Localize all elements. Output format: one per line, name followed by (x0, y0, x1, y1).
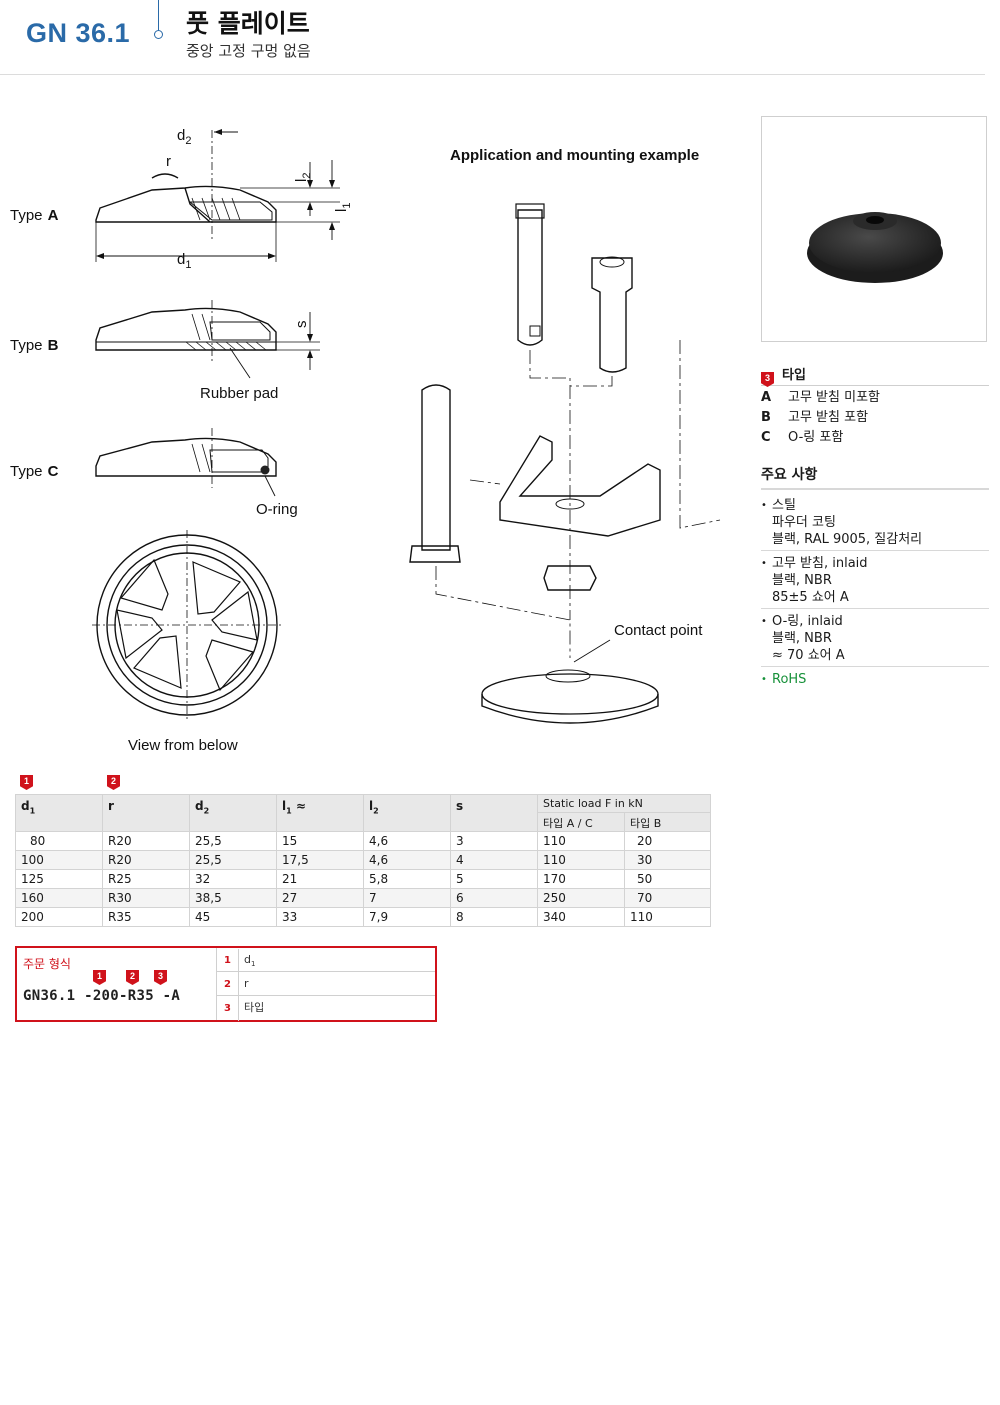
page-title: 풋 플레이트 (186, 9, 310, 38)
th-d1: d1 (15, 794, 103, 832)
dim-d2: d2 (177, 127, 191, 147)
order-mark-2: 2 (126, 970, 139, 985)
type-b-section: Type B s Rubber pad (10, 300, 320, 402)
type-c-label: Type C (10, 461, 59, 480)
order-title: 주문 형식 (23, 957, 71, 971)
technical-drawing: Type A d1 d2 r l2 l1 Type B (10, 127, 721, 754)
product-code: GN 36.1 (26, 18, 131, 48)
dim-l2: l2 (293, 173, 313, 182)
order-example: 주문 형식 1 2 3 GN36.1 -200-R35 -A (17, 948, 216, 1020)
dimension-table: d1 r d2 l1 ≈ l2 s Static load F in kN 타입… (15, 794, 711, 927)
view-below-label: View from below (128, 737, 238, 754)
note-rohs: RoHS (761, 667, 989, 690)
header-divider (0, 74, 985, 75)
dim-d1: d1 (177, 251, 191, 271)
app-title: Application and mounting example (450, 147, 699, 164)
view-from-below: View from below (92, 530, 282, 754)
header-dot (154, 30, 163, 39)
foot-plate-image (807, 212, 943, 283)
col-mark-2: 2 (107, 775, 120, 790)
th-d2: d2 (189, 794, 277, 832)
contact-point-label: Contact point (614, 622, 703, 639)
th-static-ac: 타입 A / C (537, 812, 625, 832)
order-mark-1: 1 (93, 970, 106, 985)
order-code: GN36.1 -200-R35 -A (23, 988, 181, 1004)
type-c-section: Type C O-ring (10, 428, 298, 518)
application-example: Application and mounting example Contact… (409, 147, 721, 724)
order-mark-3: 3 (154, 970, 167, 985)
rubber-pad-label: Rubber pad (200, 385, 278, 402)
th-l1: l1 ≈ (276, 794, 364, 832)
th-l2: l2 (363, 794, 451, 832)
type-a-section: Type A d1 d2 r l2 l1 (10, 127, 353, 271)
th-static-b: 타입 B (624, 812, 711, 832)
type-badge: 3 (761, 372, 774, 387)
th-r: r (102, 794, 190, 832)
col-mark-1: 1 (20, 775, 33, 790)
th-s: s (450, 794, 538, 832)
th-static: Static load F in kN (537, 794, 711, 813)
type-a-label: Type A (10, 205, 59, 224)
notes-heading: 주요 사항 (761, 464, 989, 490)
dim-s: s (293, 321, 310, 329)
page-subtitle: 중앙 고정 구멍 없음 (186, 42, 311, 60)
header-separator (158, 0, 159, 34)
dim-r: r (166, 153, 171, 170)
type-b-label: Type B (10, 335, 59, 354)
o-ring-label: O-ring (256, 501, 298, 518)
product-photo (761, 116, 987, 342)
dim-l1: l1 (333, 203, 353, 212)
